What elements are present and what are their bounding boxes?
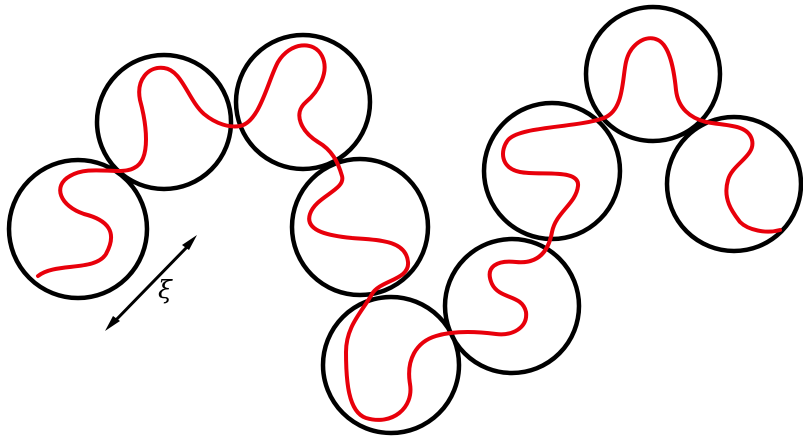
blob-group — [9, 7, 801, 433]
length-arrow-shaft — [114, 246, 188, 322]
blob-2 — [97, 55, 231, 189]
length-label: ξ — [158, 275, 173, 304]
blob-1 — [9, 160, 147, 298]
blob-5 — [323, 297, 459, 433]
polymer-chain — [38, 38, 780, 420]
blob-6 — [445, 239, 579, 373]
blob-3 — [236, 35, 370, 169]
blob-7 — [484, 103, 620, 239]
